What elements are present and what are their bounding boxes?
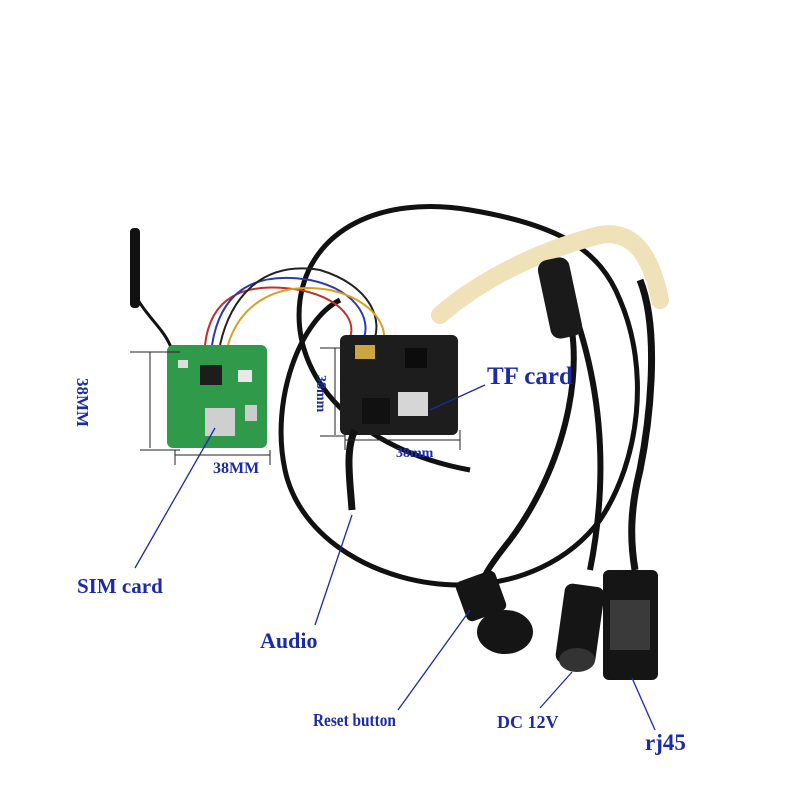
dimension-lines <box>130 347 461 465</box>
board2-height-label: 38mm <box>313 375 328 413</box>
rj45-connector <box>603 570 658 680</box>
green-board <box>167 345 267 448</box>
cable-boot <box>537 257 583 339</box>
sim-slot <box>205 408 235 436</box>
sim-card-label: SIM card <box>77 574 163 598</box>
main-cable-loop <box>278 204 640 588</box>
antenna <box>130 228 140 308</box>
antenna-cable <box>136 299 174 351</box>
ribbon-wires <box>204 286 353 346</box>
ribbon-wire-yellow <box>227 287 385 346</box>
board1-height-label: 38MM <box>73 378 92 428</box>
reset-button-label: Reset button <box>313 710 396 730</box>
ribbon-wire-blue <box>211 276 367 346</box>
dc-12v-label: DC 12V <box>497 712 559 732</box>
dc-connector <box>555 583 605 672</box>
ribbon-wire-black <box>219 267 378 346</box>
tf-slot <box>398 392 428 416</box>
board2-width-label: 38mm <box>396 446 434 461</box>
black-board <box>340 335 458 435</box>
reset-connector <box>455 570 533 654</box>
tape-wrap <box>431 225 669 324</box>
pointer-lines <box>134 384 656 731</box>
audio-label: Audio <box>260 628 318 653</box>
cable-branch-3 <box>628 278 656 571</box>
rj45-label: rj45 <box>645 730 686 755</box>
tf-card-label: TF card <box>487 363 573 390</box>
board1-width-label: 38MM <box>213 460 260 477</box>
audio-wire <box>345 428 359 511</box>
